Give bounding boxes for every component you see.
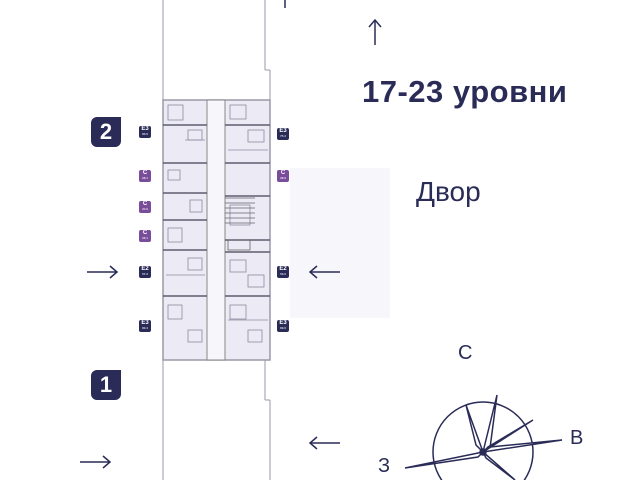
compass-north-label: С xyxy=(458,342,473,364)
compass-drawing xyxy=(404,394,563,480)
compass-west-label: З xyxy=(378,455,391,477)
yard-label: Двор xyxy=(416,176,481,207)
section-1-badge[interactable]: 1 xyxy=(91,370,121,400)
section-2-badge[interactable]: 2 xyxy=(91,117,121,147)
floors-heading: 17-23 уровни xyxy=(362,74,568,109)
compass-east-label: В xyxy=(570,427,584,449)
entrance-arrows xyxy=(80,0,382,469)
floor-plan-block xyxy=(162,99,271,361)
